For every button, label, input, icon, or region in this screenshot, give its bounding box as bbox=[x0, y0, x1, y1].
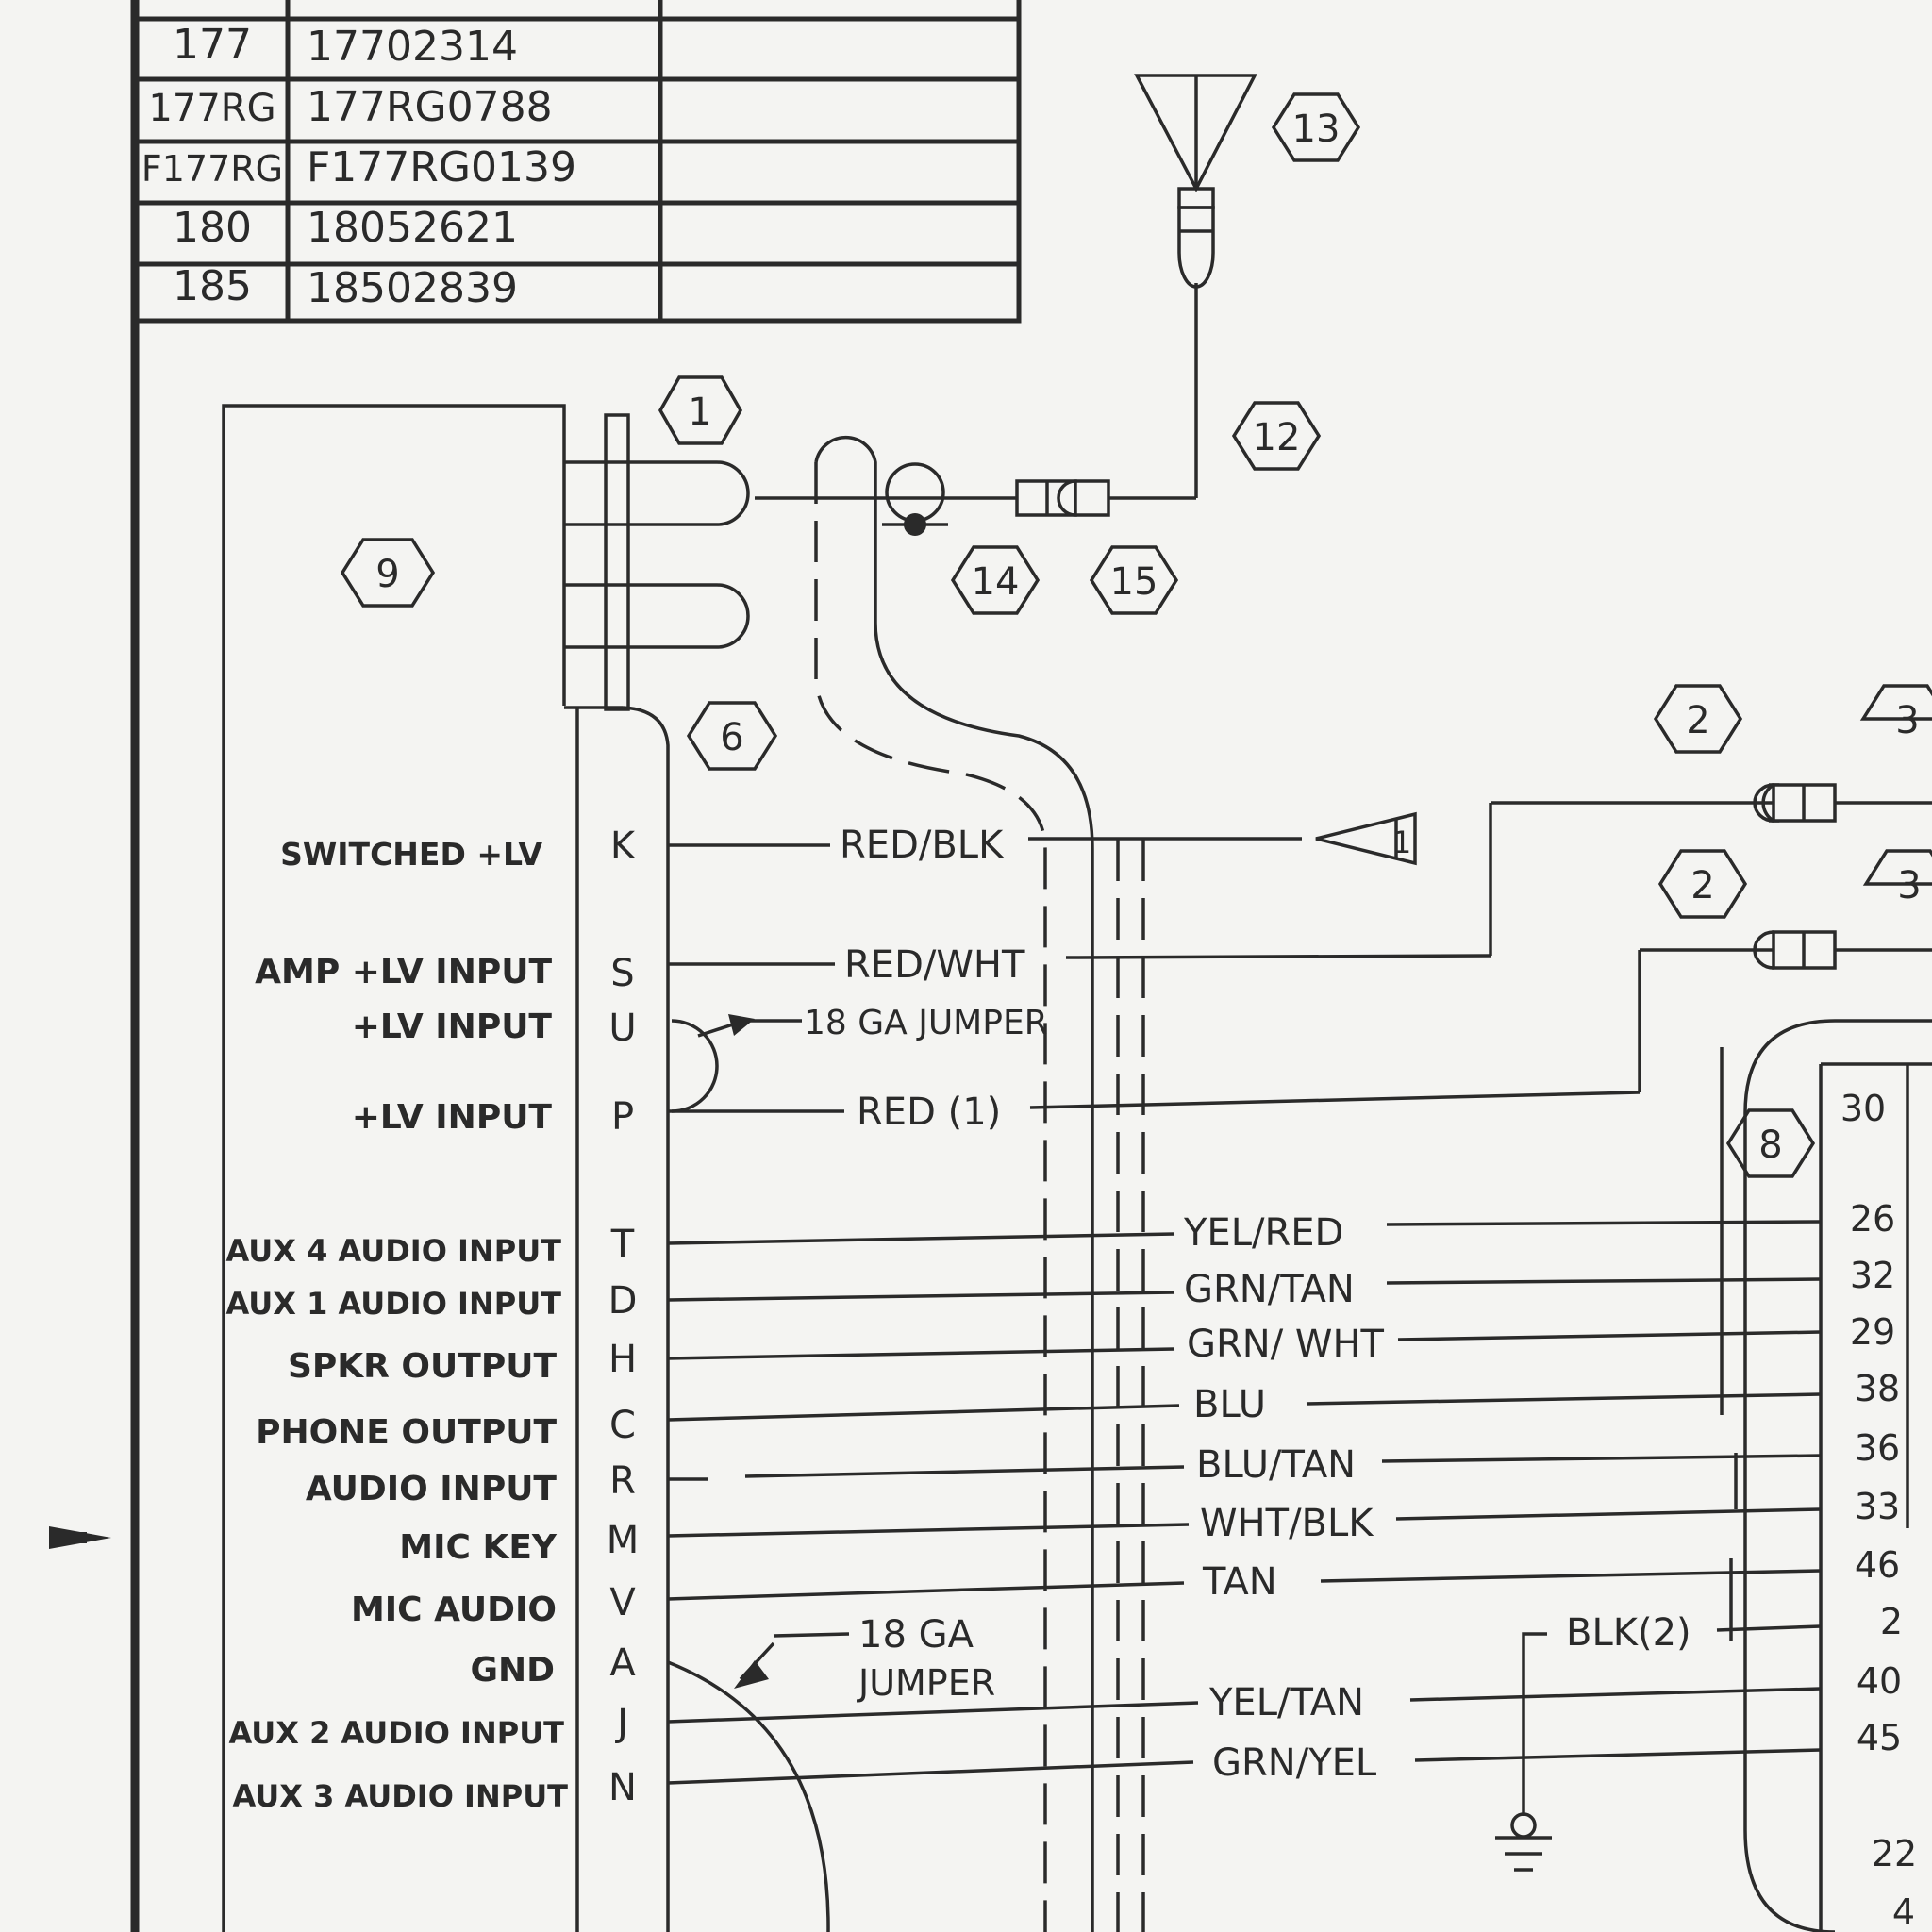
callout-9: 9 bbox=[375, 553, 399, 596]
pin-label: MIC KEY bbox=[399, 1528, 558, 1567]
pin-letter: H bbox=[608, 1338, 637, 1381]
pin-number: 33 bbox=[1855, 1486, 1900, 1527]
wire-c-label: BLU bbox=[1193, 1383, 1266, 1426]
pin-letter: V bbox=[609, 1581, 636, 1624]
pin-letter: M bbox=[607, 1519, 640, 1562]
jumper-1-label: 18 GA JUMPER bbox=[804, 1004, 1048, 1042]
ferrite-14-icon bbox=[885, 462, 945, 523]
wire-p-label: RED (1) bbox=[857, 1091, 1001, 1134]
callouts: 1 9 6 14 15 12 13 2 3 2 3 8 bbox=[340, 92, 1932, 1178]
wire-d-label: GRN/TAN bbox=[1184, 1268, 1355, 1311]
pin-number: 4 bbox=[1892, 1891, 1915, 1932]
table-serial: 18502839 bbox=[307, 264, 518, 312]
pin-label: +LV INPUT bbox=[352, 1098, 553, 1137]
connector-8 bbox=[1720, 1019, 1932, 1932]
callout-1: 1 bbox=[688, 391, 711, 434]
pin-labels: SWITCHED +LV AMP +LV INPUT +LV INPUT +LV… bbox=[225, 836, 568, 1814]
pin-number: 32 bbox=[1850, 1255, 1895, 1296]
antenna-assembly bbox=[755, 74, 1257, 536]
callout-8: 8 bbox=[1758, 1124, 1782, 1167]
table-model: 185 bbox=[173, 262, 252, 310]
pin-letter: K bbox=[610, 824, 637, 868]
wire-m-label: WHT/BLK bbox=[1200, 1502, 1374, 1545]
pin-label: AUDIO INPUT bbox=[306, 1470, 558, 1508]
pin-number: 46 bbox=[1855, 1544, 1900, 1586]
pin-number: 29 bbox=[1850, 1311, 1895, 1353]
pin-letter: J bbox=[614, 1702, 628, 1745]
table-model: F177RG bbox=[142, 148, 283, 190]
callout-3: 3 bbox=[1895, 699, 1919, 742]
jumper-2-label-1: 18 GA bbox=[858, 1613, 974, 1657]
pin-label: SPKR OUTPUT bbox=[288, 1347, 557, 1386]
callout-2: 2 bbox=[1690, 864, 1714, 908]
jumper-2-label-2: JUMPER bbox=[857, 1662, 995, 1704]
right-pin-numbers: 30 26 32 29 38 36 33 46 2 40 45 22 4 bbox=[1840, 1088, 1917, 1932]
wire-h-label: GRN/ WHT bbox=[1187, 1323, 1385, 1366]
right-connectors bbox=[1489, 783, 1932, 1092]
callout-12: 12 bbox=[1253, 416, 1301, 459]
pin-number: 26 bbox=[1850, 1198, 1895, 1240]
pin-label: PHONE OUTPUT bbox=[256, 1413, 557, 1452]
pin-number: 45 bbox=[1857, 1717, 1902, 1758]
wire-v-label: TAN bbox=[1202, 1560, 1277, 1604]
pin-number: 22 bbox=[1872, 1833, 1917, 1874]
pin-letter: U bbox=[608, 1007, 636, 1050]
pin-letters: K S U P T D H C R M V A J N bbox=[607, 824, 640, 1809]
callout-14: 14 bbox=[972, 560, 1020, 604]
pin-number: 30 bbox=[1840, 1088, 1886, 1129]
pin-label: SWITCHED +LV bbox=[280, 836, 542, 873]
cable-harness bbox=[814, 435, 1145, 1932]
pin-label: AMP +LV INPUT bbox=[255, 953, 552, 991]
table-serial: 18052621 bbox=[307, 204, 518, 252]
pin-label: AUX 1 AUDIO INPUT bbox=[225, 1286, 561, 1322]
wire-gnd-label: BLK(2) bbox=[1566, 1611, 1691, 1655]
pin-label: AUX 4 AUDIO INPUT bbox=[225, 1233, 561, 1269]
wire-n-label: GRN/YEL bbox=[1212, 1741, 1377, 1785]
pin-number: 38 bbox=[1855, 1368, 1900, 1409]
table-serial: F177RG0139 bbox=[307, 143, 576, 192]
pin-label: +LV INPUT bbox=[352, 1008, 553, 1046]
pin-number: 36 bbox=[1855, 1427, 1900, 1469]
table-model: 177RG bbox=[148, 87, 275, 130]
pin-label: MIC AUDIO bbox=[351, 1591, 557, 1629]
table-serial: 177RG0788 bbox=[307, 83, 553, 131]
pin-letter: A bbox=[609, 1641, 636, 1685]
pin-label: AUX 2 AUDIO INPUT bbox=[228, 1715, 564, 1751]
wire-r-label: BLU/TAN bbox=[1196, 1443, 1356, 1487]
pin-letter: P bbox=[611, 1095, 634, 1139]
table-model: 177 bbox=[173, 21, 252, 69]
callout-13: 13 bbox=[1292, 108, 1341, 151]
flag-icon bbox=[1315, 811, 1417, 866]
pin-number: 2 bbox=[1880, 1601, 1903, 1642]
pin-label: AUX 3 AUDIO INPUT bbox=[232, 1778, 568, 1814]
wire-t-label: YEL/RED bbox=[1183, 1211, 1343, 1255]
callout-3: 3 bbox=[1897, 864, 1921, 908]
callout-6: 6 bbox=[720, 716, 743, 759]
wire-j-label: YEL/TAN bbox=[1208, 1681, 1364, 1724]
parts-table: 177 17702314 177RG 177RG0788 F177RG F177… bbox=[134, 0, 1022, 324]
table-model: 180 bbox=[173, 204, 252, 252]
wire-k-label: RED/BLK bbox=[840, 824, 1005, 867]
wires: RED/BLK RED/WHT 18 GA JUMPER RED (1) YEL… bbox=[667, 824, 1822, 1932]
callout-15: 15 bbox=[1110, 560, 1158, 604]
pin-number: 40 bbox=[1857, 1660, 1902, 1702]
flag-1-label: 1 bbox=[1392, 824, 1411, 860]
radio-unit bbox=[222, 404, 750, 1932]
connector-15-icon bbox=[1057, 479, 1110, 517]
wire-s-label: RED/WHT bbox=[844, 943, 1025, 987]
callout-2: 2 bbox=[1686, 699, 1709, 742]
pin-letter: T bbox=[610, 1223, 635, 1266]
pin-letter: S bbox=[610, 952, 634, 995]
pin-label: GND bbox=[470, 1651, 555, 1690]
pin-letter: N bbox=[608, 1766, 637, 1809]
pin-letter: D bbox=[608, 1279, 638, 1323]
pin-letter: C bbox=[609, 1404, 636, 1447]
pin-letter: R bbox=[609, 1459, 636, 1503]
table-serial: 17702314 bbox=[307, 23, 518, 71]
